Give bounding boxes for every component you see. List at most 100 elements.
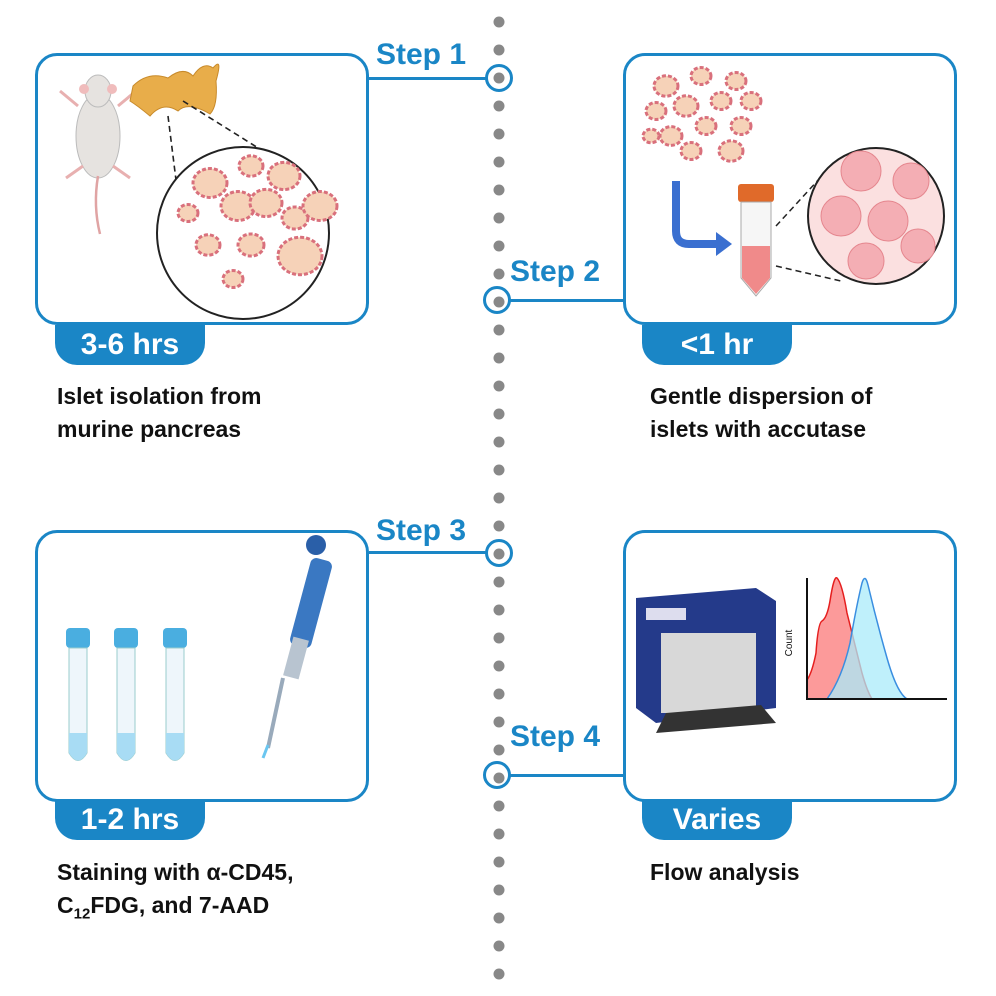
step-2-panel: [623, 53, 957, 325]
caption-line: islets with accutase: [650, 416, 867, 442]
timeline-dot: [493, 884, 505, 896]
step-3-connector: [369, 551, 487, 554]
timeline-dot: [493, 128, 505, 140]
step-1-connector: [369, 77, 487, 80]
timeline-dot: [493, 408, 505, 420]
islets-icon: [641, 66, 763, 163]
islet: [689, 66, 713, 86]
islet: [644, 101, 668, 121]
step-3-panel: [35, 530, 369, 802]
caption-line: Islet isolation from: [57, 383, 262, 409]
step-1-panel: [35, 53, 369, 325]
histogram-axes: [806, 578, 947, 700]
timeline-dot: [493, 912, 505, 924]
step-2-marker: [483, 286, 511, 314]
islet: [221, 269, 245, 289]
test-tubes-icon: [66, 628, 187, 761]
timeline-dot: [493, 604, 505, 616]
islet: [679, 141, 703, 161]
timeline-dot: [493, 828, 505, 840]
arrow-icon: [672, 181, 718, 248]
histogram-blue-series: [825, 577, 910, 700]
timeline-dot: [493, 660, 505, 672]
tube-cap: [114, 628, 138, 648]
tube-liquid: [166, 733, 184, 761]
caption-line: murine pancreas: [57, 416, 242, 442]
timeline-dotted-line: [493, 16, 505, 980]
islet: [301, 190, 339, 222]
caption-line: Staining with α-CD45,: [57, 859, 294, 885]
mouse-pancreas-illustration: [59, 63, 339, 320]
islet: [724, 71, 748, 91]
step-1-marker: [485, 64, 513, 92]
tube-liquid: [117, 733, 135, 761]
step-2-label: Step 2: [510, 255, 601, 288]
flow-cytometer-illustration: [636, 588, 776, 733]
timeline-dot: [493, 688, 505, 700]
pipette-icon: [261, 535, 332, 759]
histogram-y-label: Count: [784, 629, 795, 656]
caption-part: C: [57, 892, 74, 918]
tube-cap: [163, 628, 187, 648]
staining-illustration: [66, 535, 332, 761]
timeline-dot: [493, 968, 505, 980]
timeline-dot: [493, 380, 505, 392]
timeline-dot: [493, 268, 505, 280]
step-4-caption: Flow analysis: [650, 856, 800, 889]
step-2-duration-badge: <1 hr: [642, 325, 792, 365]
timeline-dot: [493, 464, 505, 476]
timeline-dot: [493, 156, 505, 168]
islet: [658, 125, 684, 147]
tube-icon: [738, 184, 774, 297]
timeline-dot: [493, 240, 505, 252]
timeline-dot: [493, 856, 505, 868]
step-4-label: Step 4: [510, 720, 601, 753]
timeline-dot: [493, 352, 505, 364]
tube-cap: [66, 628, 90, 648]
timeline-dot: [493, 716, 505, 728]
islet: [237, 154, 265, 178]
timeline-dot: [493, 520, 505, 532]
caption-line: Gentle dispersion of: [650, 383, 873, 409]
islet: [739, 91, 763, 111]
step-4-connector: [509, 774, 625, 777]
step-3-duration-badge: 1-2 hrs: [55, 800, 205, 840]
timeline-dot: [493, 940, 505, 952]
step-3-label: Step 3: [376, 514, 467, 547]
islet: [236, 232, 266, 258]
pancreas-icon: [129, 63, 220, 117]
islet: [652, 74, 680, 98]
islet: [729, 116, 753, 136]
step-3-caption: Staining with α-CD45, C12FDG, and 7-AAD: [57, 856, 293, 931]
timeline-dot: [493, 744, 505, 756]
timeline-dot: [493, 576, 505, 588]
islets-icon: [176, 154, 339, 289]
step-2-caption: Gentle dispersion of islets with accutas…: [650, 380, 872, 446]
timeline-dot: [493, 184, 505, 196]
step-2-connector: [509, 299, 625, 302]
cytometer-icon: [636, 588, 776, 733]
caption-line: C12FDG, and 7-AAD: [57, 889, 293, 931]
timeline-dot: [493, 44, 505, 56]
caption-subscript: 12: [73, 905, 91, 923]
islet: [672, 94, 700, 118]
mouse-icon: [59, 74, 137, 235]
islet: [194, 233, 222, 257]
timeline-dot: [493, 492, 505, 504]
step-4-panel: Count: [623, 530, 957, 802]
islet: [709, 91, 733, 111]
caption-line: Flow analysis: [650, 859, 800, 885]
islet: [191, 167, 229, 199]
islet: [176, 203, 200, 223]
timeline-dot: [493, 436, 505, 448]
islet: [694, 116, 718, 136]
timeline-dot: [493, 212, 505, 224]
islet: [248, 187, 284, 219]
step-4-duration-badge: Varies: [642, 800, 792, 840]
step-4-marker: [483, 761, 511, 789]
timeline-dot: [493, 632, 505, 644]
islet: [266, 160, 302, 192]
step-1-duration-badge: 3-6 hrs: [55, 325, 205, 365]
islet: [276, 235, 324, 277]
tube-liquid: [69, 733, 87, 761]
